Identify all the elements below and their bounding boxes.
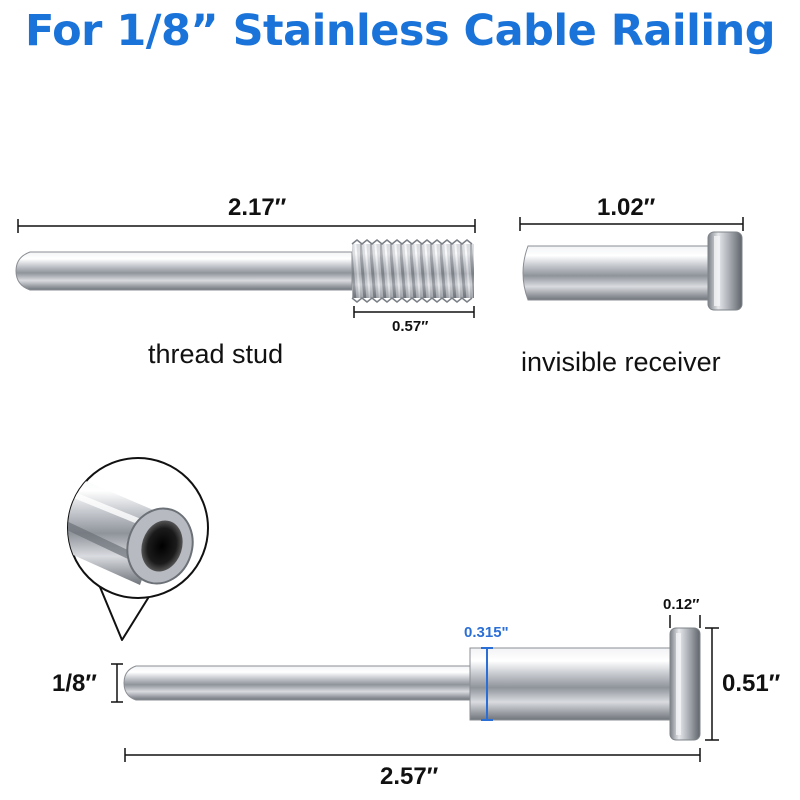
thread-stud-length-label: 2.17′′ [228,194,287,221]
thread-section [351,239,474,303]
thread-stud-length-dimension-line [17,219,476,233]
receiver-length-label: 1.02′′ [597,194,656,221]
thread-stud-caption: thread stud [148,339,284,369]
total-length-label: 2.57′′ [380,763,439,790]
bore-zoom-callout [67,457,209,641]
receiver-length-dimension-line [519,217,744,231]
inner-diameter-marker [481,647,493,721]
thread-length-label: 0.57′′ [392,318,429,335]
inner-diameter-label: 0.315" [464,624,509,641]
thread-length-dimension-line [353,306,475,318]
receiver-caption: invisible receiver [521,347,721,377]
assembled-fitting [123,627,701,741]
thread-stud-part [15,239,474,303]
invisible-receiver-part [522,231,743,311]
cable-diameter-label: 1/8′′ [52,670,97,697]
page-title: For 1/8” Stainless Cable Railing [24,6,776,56]
assembly-dimension-lines [111,615,719,762]
head-thickness-label: 0.12″ [663,596,700,613]
head-height-label: 0.51″ [722,670,781,697]
